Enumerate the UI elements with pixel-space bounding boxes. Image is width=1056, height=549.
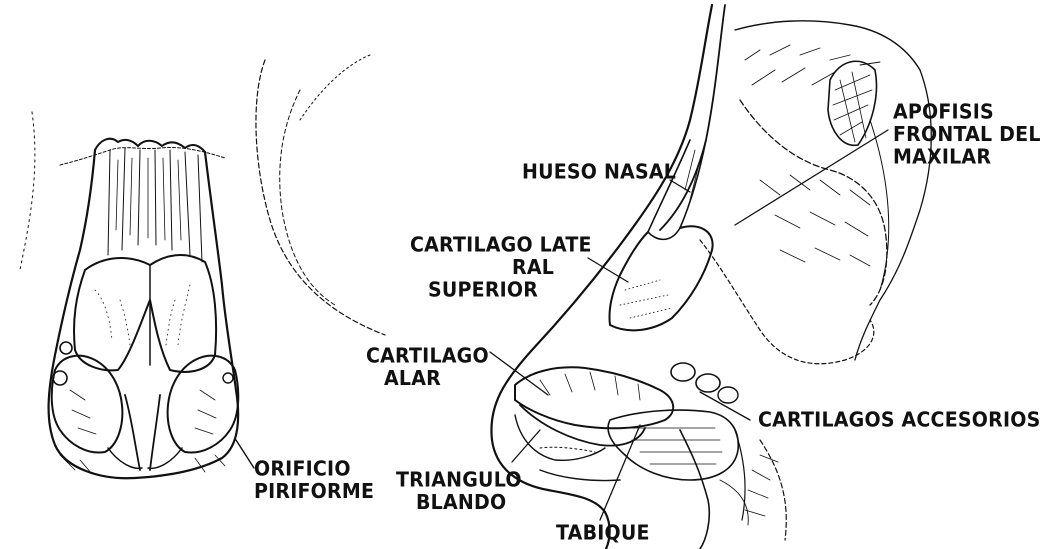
label-tabique: TABIQUE [556, 522, 650, 545]
label-line: FRONTAL DEL [893, 124, 1041, 147]
leader-apofisis [735, 130, 888, 225]
label-cartilagos-accesorios: CARTILAGOS ACCESORIOS [758, 409, 1040, 432]
label-line: SUPERIOR [410, 279, 592, 302]
label-line: CARTILAGO [366, 345, 489, 368]
label-line: HUESO NASAL [522, 161, 676, 184]
label-line: PIRIFORME [254, 481, 374, 504]
label-hueso-nasal: HUESO NASAL [522, 161, 676, 184]
label-line: TABIQUE [556, 522, 650, 545]
label-line: CARTILAGO LATE [410, 234, 592, 257]
label-line: TRIANGULO [396, 469, 522, 492]
label-line: MAXILAR [893, 146, 1041, 169]
leader-cartilagos-accesorios [700, 392, 750, 420]
label-line: BLANDO [396, 492, 522, 515]
label-orificio-piriforme: ORIFICIO PIRIFORME [254, 458, 374, 503]
label-triangulo-blando: TRIANGULO BLANDO [396, 469, 522, 514]
label-line: RAL [410, 257, 592, 280]
label-line: ORIFICIO [254, 458, 374, 481]
leader-cartilago-alar [490, 352, 548, 395]
leader-triangulo-blando [512, 430, 540, 462]
label-line: APOFISIS [893, 101, 1041, 124]
label-line: CARTILAGOS ACCESORIOS [758, 409, 1040, 432]
frontal-view-drawing [20, 55, 385, 478]
label-cartilago-lateral-superior: CARTILAGO LATE RAL SUPERIOR [410, 234, 592, 302]
label-cartilago-alar: CARTILAGO ALAR [366, 345, 489, 390]
label-line: ALAR [366, 368, 489, 391]
leader-tabique [600, 425, 640, 520]
label-apofisis-frontal-del-maxilar: APOFISIS FRONTAL DEL MAXILAR [893, 101, 1041, 169]
